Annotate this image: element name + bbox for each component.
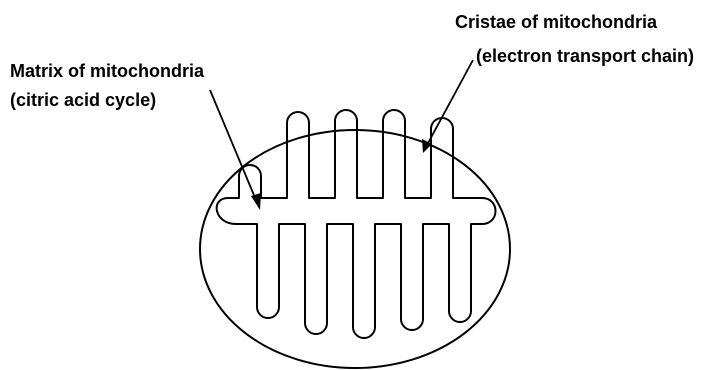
matrix-label-subtitle: (citric acid cycle) — [10, 90, 156, 110]
inner-membrane-cristae — [217, 110, 496, 338]
cristae-pointer-arrow — [422, 60, 473, 153]
cristae-label-subtitle: (electron transport chain) — [476, 46, 694, 66]
matrix-pointer-arrow — [210, 90, 261, 210]
cristae-label-title: Cristae of mitochondria — [455, 12, 658, 32]
matrix-label-title: Matrix of mitochondria — [10, 61, 205, 81]
